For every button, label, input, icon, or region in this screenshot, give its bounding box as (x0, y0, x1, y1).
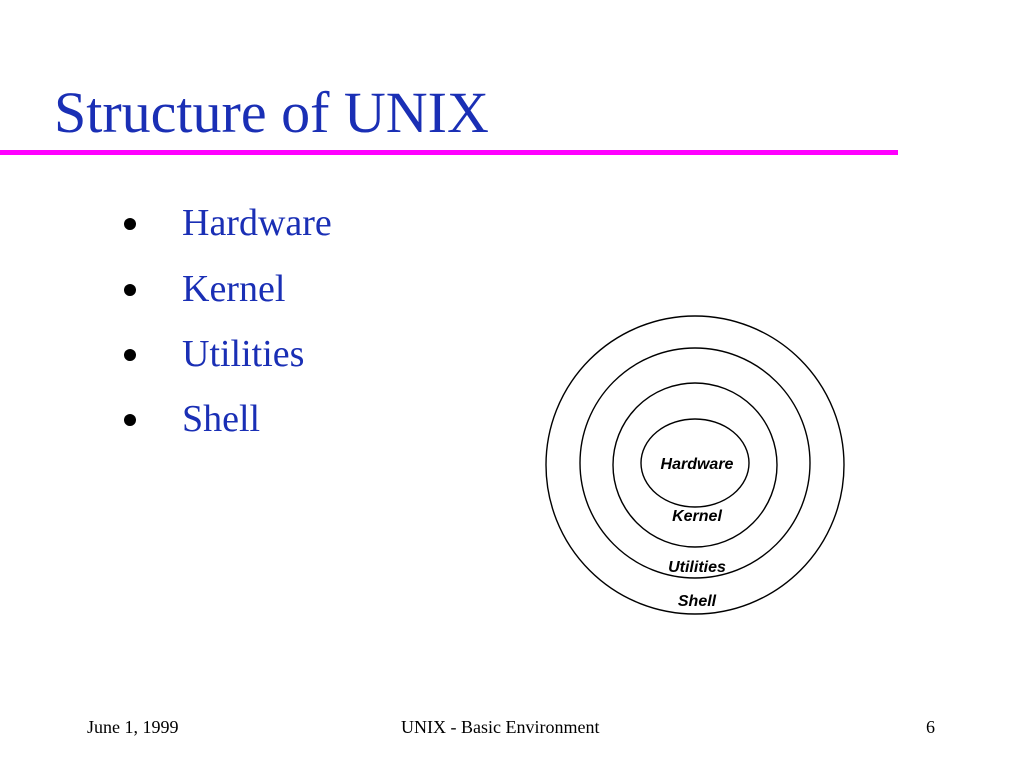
bullet-dot-icon (124, 349, 136, 361)
title-divider (0, 150, 898, 155)
kernel-ring (612, 382, 778, 548)
kernel-layer-label: Kernel (672, 508, 722, 525)
bullet-text: Kernel (182, 268, 286, 310)
utilities-layer-label: Utilities (668, 559, 726, 576)
shell-layer-label: Shell (678, 593, 717, 610)
bullet-dot-icon (124, 284, 136, 296)
bullet-dot-icon (124, 414, 136, 426)
utilities-ring (579, 347, 811, 579)
unix-layers-diagram: Hardware Kernel Utilities Shell (540, 310, 850, 620)
footer-date: June 1, 1999 (87, 717, 179, 737)
shell-ring (545, 315, 845, 615)
page-number: 6 (926, 717, 935, 737)
bullet-text: Utilities (182, 333, 305, 375)
bullet-text: Shell (182, 398, 261, 440)
bullet-text: Hardware (182, 202, 332, 244)
layers-svg: Hardware Kernel Utilities Shell (545, 315, 845, 615)
hardware-layer-label: Hardware (661, 456, 734, 473)
hardware-core (640, 418, 750, 508)
bullet-dot-icon (124, 218, 136, 230)
footer-title: UNIX - Basic Environment (401, 717, 600, 737)
slide-title: Structure of UNIX (54, 80, 489, 145)
